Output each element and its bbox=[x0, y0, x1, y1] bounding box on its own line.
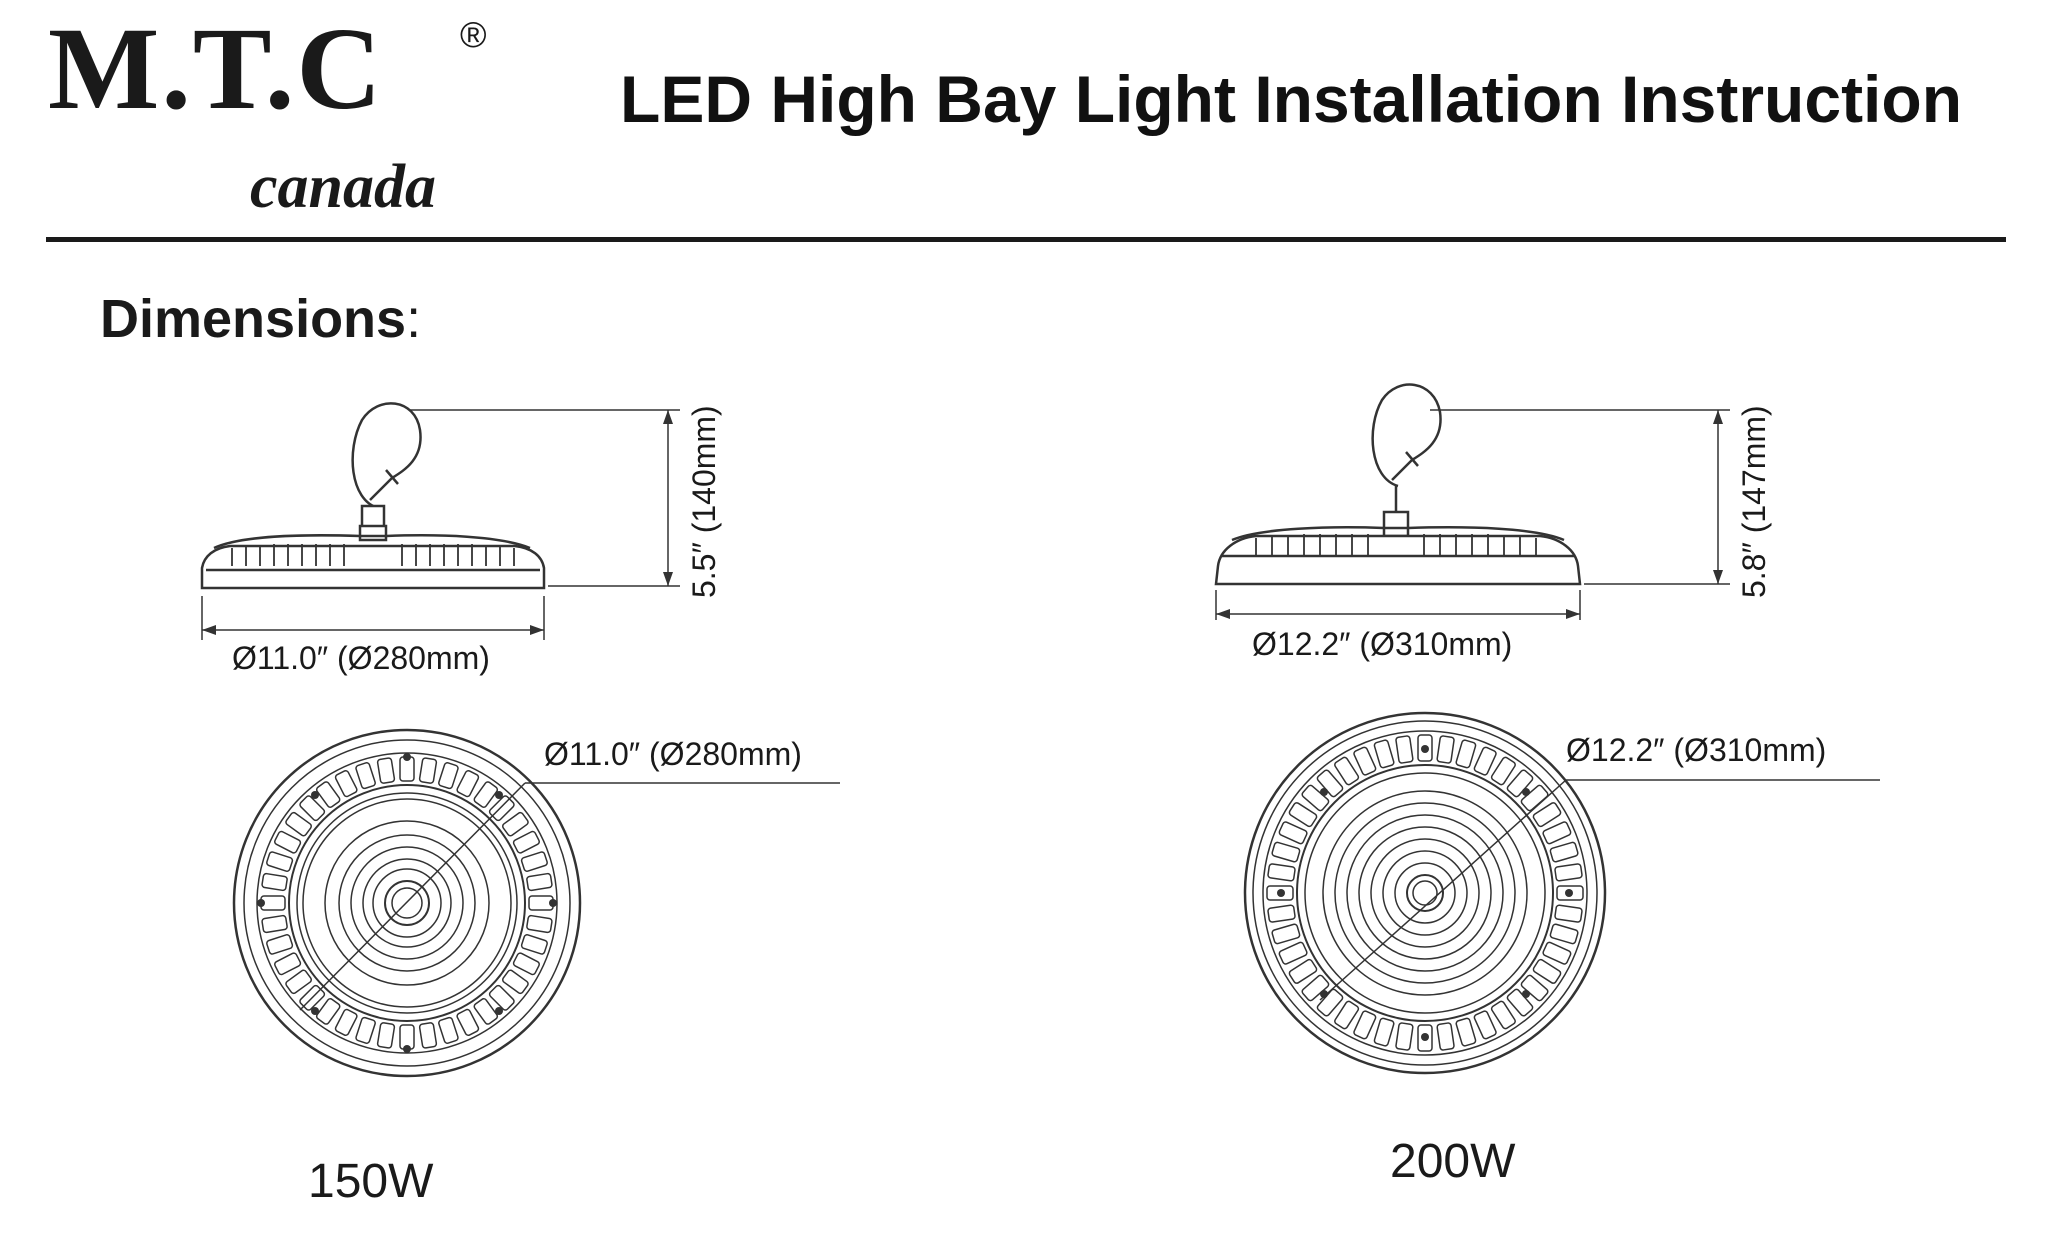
heatsink-200w-slot bbox=[1266, 885, 1294, 901]
heatsink-200w-slot bbox=[1373, 739, 1395, 769]
heatsink-200w-slot bbox=[1334, 756, 1360, 786]
heatsink-200w-slot bbox=[1395, 1022, 1414, 1051]
heatsink-150w-slot bbox=[502, 969, 529, 995]
heatsink-150w-slot bbox=[274, 830, 302, 854]
registered-mark: ® bbox=[460, 14, 487, 55]
heatsink-200w-slot bbox=[1542, 941, 1572, 965]
heatsink-150w-slot bbox=[315, 998, 341, 1025]
top-view-200w bbox=[1243, 711, 1880, 1075]
heatsink-200w-slot bbox=[1301, 784, 1330, 812]
heatsink-150w-slot bbox=[438, 1016, 459, 1044]
heatsink-200w-slot bbox=[1455, 739, 1477, 769]
side-view-150w bbox=[200, 402, 680, 640]
heatsink-150w-slot bbox=[438, 762, 459, 790]
heatsink-150w-slot bbox=[376, 1022, 396, 1049]
heatsink-200w-slot bbox=[1455, 1017, 1477, 1047]
heatsink-200w-slot bbox=[1417, 1024, 1433, 1052]
top-diameter-label-200w: Ø12.2″ (Ø310mm) bbox=[1566, 732, 1827, 768]
wattage-label-150w: 150W bbox=[308, 1155, 434, 1208]
heatsink-200w-slot bbox=[1532, 958, 1562, 984]
heatsink-200w-slot bbox=[1490, 1000, 1516, 1030]
side-height-label-200w: 5.8″ (147mm) bbox=[1736, 405, 1772, 598]
heatsink-200w-slot bbox=[1271, 923, 1301, 945]
heatsink-150w-slot bbox=[261, 914, 288, 934]
heatsink-200w-slot bbox=[1353, 746, 1377, 776]
header-divider bbox=[46, 237, 2006, 242]
heatsink-150w-slot bbox=[526, 914, 553, 934]
heatsink-150w-slot bbox=[512, 952, 540, 976]
heatsink-150w-slot bbox=[299, 795, 326, 822]
heatsink-150w-slot bbox=[488, 984, 515, 1011]
document-title: LED High Bay Light Installation Instruct… bbox=[620, 62, 1963, 136]
heatsink-200w-slot bbox=[1301, 974, 1330, 1002]
top-diameter-label-150w: Ø11.0″ (Ø280mm) bbox=[544, 736, 802, 772]
heatsink-150w-slot bbox=[285, 969, 312, 995]
heatsink-200w-slot bbox=[1473, 746, 1497, 776]
heatsink-200w-slot bbox=[1490, 756, 1516, 786]
heatsink-150w-slot bbox=[456, 770, 480, 798]
heatsink-150w-slot bbox=[376, 757, 396, 784]
heatsink-200w-slot bbox=[1267, 904, 1296, 923]
heatsink-200w-slot bbox=[1542, 821, 1572, 845]
side-width-label-200w: Ø12.2″ (Ø310mm) bbox=[1252, 626, 1513, 662]
heatsink-150w-slot bbox=[473, 998, 499, 1025]
heatsink-200w-slot bbox=[1288, 958, 1318, 984]
heatsink-150w-slot bbox=[261, 872, 288, 892]
heatsink-200w-slot bbox=[1554, 904, 1583, 923]
heatsink-150w-slot bbox=[520, 934, 548, 955]
heatsink-200w-slot bbox=[1316, 988, 1344, 1017]
section-title-colon: : bbox=[406, 289, 422, 349]
side-view-200w bbox=[1214, 383, 1730, 620]
heatsink-150w-slot bbox=[418, 757, 438, 784]
heatsink-150w-slot bbox=[512, 830, 540, 854]
heatsink-200w-slot bbox=[1334, 1000, 1360, 1030]
heatsink-150w-slot bbox=[488, 795, 515, 822]
heatsink-150w-slot bbox=[520, 851, 548, 872]
heatsink-150w-slot bbox=[418, 1022, 438, 1049]
heatsink-200w-slot bbox=[1556, 885, 1584, 901]
heatsink-200w-slot bbox=[1267, 863, 1296, 882]
heatsink-200w-slot bbox=[1417, 734, 1433, 762]
heatsink-200w-slot bbox=[1436, 1022, 1455, 1051]
heatsink-200w-slot bbox=[1278, 821, 1308, 845]
heatsink-150w-slot bbox=[266, 934, 294, 955]
brand-logo-subtitle: canada bbox=[250, 153, 436, 221]
heatsink-200w-slot bbox=[1373, 1017, 1395, 1047]
side-width-label-150w: Ø11.0″ (Ø280mm) bbox=[232, 640, 490, 676]
heatsink-200w-slot bbox=[1395, 735, 1414, 764]
top-view-150w bbox=[232, 728, 840, 1078]
heatsink-150w-slot bbox=[355, 762, 376, 790]
heatsink-150w-slot bbox=[355, 1016, 376, 1044]
brand-logo: M.T.C bbox=[48, 3, 384, 134]
section-title: Dimensions: bbox=[100, 292, 421, 346]
wattage-label-200w: 200W bbox=[1390, 1135, 1516, 1188]
heatsink-200w-slot bbox=[1549, 841, 1579, 863]
heatsink-200w-slot bbox=[1436, 735, 1455, 764]
heatsink-150w-slot bbox=[334, 770, 358, 798]
heatsink-150w-slot bbox=[473, 781, 499, 808]
section-title-text: Dimensions bbox=[100, 289, 407, 349]
heatsink-200w-slot bbox=[1278, 941, 1308, 965]
heatsink-150w-slot bbox=[526, 872, 553, 892]
heatsink-150w-slot bbox=[315, 781, 341, 808]
heatsink-200w-slot bbox=[1316, 769, 1344, 798]
heatsink-200w-slot bbox=[1473, 1010, 1497, 1040]
heatsink-200w-slot bbox=[1549, 923, 1579, 945]
heatsink-200w-slot bbox=[1532, 802, 1562, 828]
heatsink-150w-slot bbox=[502, 811, 529, 837]
heatsink-200w-slot bbox=[1288, 802, 1318, 828]
side-height-label-150w: 5.5″ (140mm) bbox=[686, 405, 722, 598]
heatsink-150w-slot bbox=[456, 1008, 480, 1036]
heatsink-200w-slot bbox=[1506, 988, 1534, 1017]
heatsink-200w-slot bbox=[1271, 841, 1301, 863]
heatsink-200w-slot bbox=[1353, 1010, 1377, 1040]
heatsink-150w-slot bbox=[274, 952, 302, 976]
heatsink-150w-slot bbox=[266, 851, 294, 872]
heatsink-150w-slot bbox=[285, 811, 312, 837]
heatsink-200w-slot bbox=[1554, 863, 1583, 882]
heatsink-150w-slot bbox=[334, 1008, 358, 1036]
heatsink-200w-slot bbox=[1506, 769, 1534, 798]
heatsink-200w-slot bbox=[1520, 974, 1549, 1002]
